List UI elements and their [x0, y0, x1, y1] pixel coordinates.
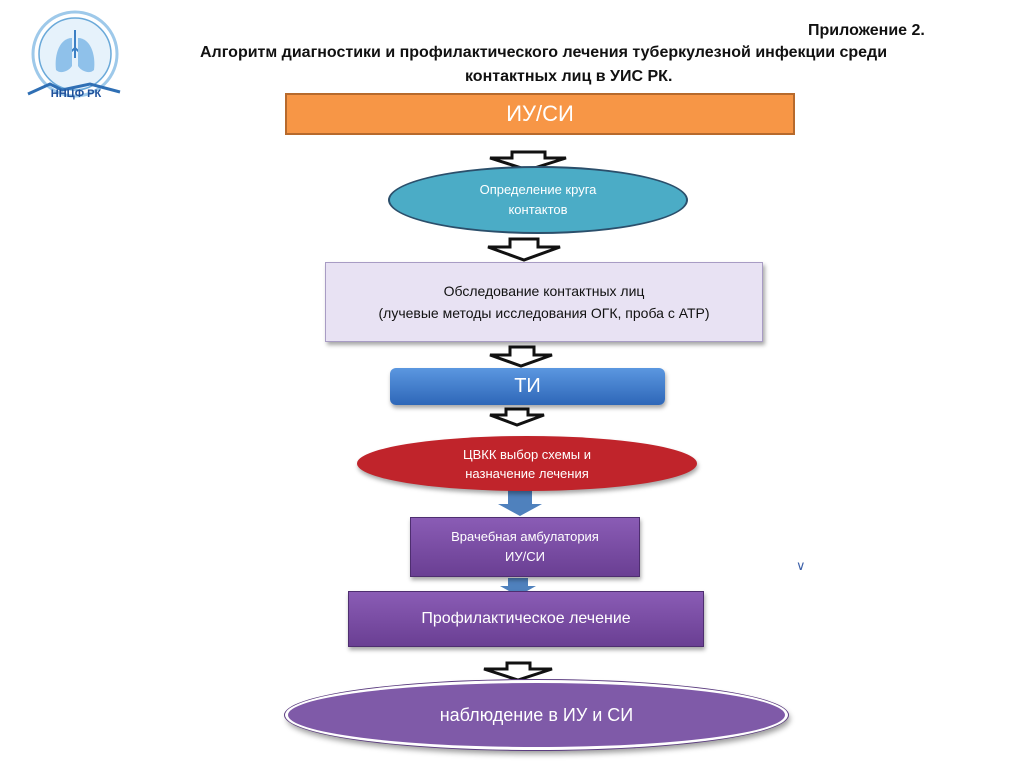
arrow-down-icon: [489, 407, 545, 427]
arrow-down-icon: [500, 578, 536, 596]
arrow-down-icon: [487, 237, 561, 262]
node-ti-label: ТИ: [514, 375, 541, 397]
node-prophylaxis-label: Профилактическое лечение: [421, 610, 631, 627]
node-ambulatory-line2: ИУ/СИ: [505, 549, 545, 564]
node-ti: ТИ: [390, 368, 665, 405]
node-iu-si: ИУ/СИ: [285, 93, 795, 135]
arrow-down-icon: [483, 661, 553, 682]
arrow-down-icon: [489, 150, 567, 172]
logo-emblem-icon: [27, 10, 121, 98]
node-cvkk: ЦВКК выбор схемы и назначение лечения: [357, 436, 697, 491]
node-iu-si-label: ИУ/СИ: [506, 101, 574, 126]
node-examination-line1: Обследование контактных лиц: [443, 283, 645, 299]
appendix-label: Приложение 2.: [808, 22, 925, 39]
node-cvkk-line2: назначение лечения: [465, 465, 589, 481]
arrow-down-icon: [498, 490, 542, 516]
node-contacts: Определение круга контактов: [388, 166, 688, 234]
node-cvkk-line1: ЦВКК выбор схемы и: [462, 446, 592, 462]
arrow-down-icon: [489, 345, 553, 368]
node-observation-label: наблюдение в ИУ и СИ: [439, 704, 634, 725]
node-examination-line2: (лучевые методы исследования ОГК, проба …: [378, 305, 710, 321]
node-examination: Обследование контактных лиц (лучевые мет…: [325, 262, 763, 342]
node-observation: наблюдение в ИУ и СИ: [285, 680, 788, 750]
logo: ННЦФ РК: [20, 8, 130, 108]
node-contacts-line2: контактов: [508, 202, 568, 217]
stray-mark: ∨: [796, 558, 806, 573]
page-title-line2: контактных лиц в УИС РК.: [465, 68, 673, 85]
node-contacts-line1: Определение круга: [479, 182, 597, 197]
node-ambulatory-line1: Врачебная амбулатория: [451, 529, 599, 544]
logo-text: ННЦФ РК: [50, 88, 102, 100]
page-title-line1: Алгоритм диагностики и профилактического…: [200, 44, 888, 61]
node-prophylaxis: Профилактическое лечение: [348, 591, 704, 647]
node-ambulatory: Врачебная амбулатория ИУ/СИ: [410, 517, 640, 577]
